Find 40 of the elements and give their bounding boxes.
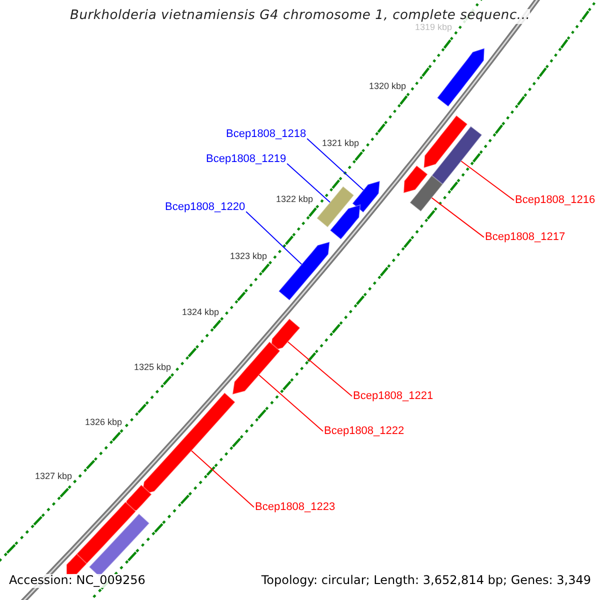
gene-feature	[232, 341, 281, 396]
leader-line	[431, 197, 484, 238]
scale-label: 1319 kbp	[414, 22, 452, 32]
scale-label: 1322 kbp	[276, 194, 313, 204]
gene-label: Bcep1808_1217	[485, 231, 566, 244]
gene-label: Bcep1808_1222	[324, 425, 404, 438]
leader-line	[460, 160, 514, 201]
gene-feature	[423, 114, 468, 169]
leader-line	[306, 138, 364, 190]
leader-line	[258, 374, 324, 432]
gene-feature	[141, 392, 236, 496]
title: Burkholderia vietnamiensis G4 chromosome 1, complete sequenc...	[70, 9, 530, 24]
footer-text: Topology: circular; Length: 3,652,814 bp; Genes: 3,349	[261, 574, 591, 588]
gene-feature	[270, 318, 301, 352]
gene-feature	[352, 180, 380, 214]
leader-line	[191, 450, 254, 508]
gene-block	[409, 174, 444, 212]
leader-line	[246, 211, 302, 265]
leader-line	[286, 163, 330, 203]
scale-label: 1327 kbp	[34, 471, 72, 482]
gene-label: Bcep1808_1219	[206, 153, 286, 166]
gene-block	[316, 186, 355, 228]
gene-label: Bcep1808_1221	[353, 390, 434, 403]
gene-label: Bcep1808_1218	[226, 128, 306, 141]
scale-label: 1323 kbp	[230, 251, 267, 262]
scale-label: 1320 kbp	[368, 81, 406, 92]
footer-text: Accession: NC_009256	[9, 574, 146, 588]
scale-label: 1325 kbp	[134, 362, 171, 372]
gene-feature	[278, 241, 330, 301]
gene-feature	[403, 164, 428, 194]
gene-feature	[66, 553, 88, 576]
gene-feature	[329, 204, 361, 240]
scale-label: 1326 kbp	[84, 417, 122, 428]
gene-label: Bcep1808_1220	[165, 201, 246, 214]
scale-label: 1321 kbp	[322, 138, 359, 148]
leader-line	[287, 341, 352, 397]
scale-label: 1324 kbp	[182, 307, 219, 318]
gene-feature	[436, 48, 485, 108]
gene-label: Bcep1808_1216	[515, 194, 596, 207]
gene-label: Bcep1808_1223	[255, 501, 336, 514]
